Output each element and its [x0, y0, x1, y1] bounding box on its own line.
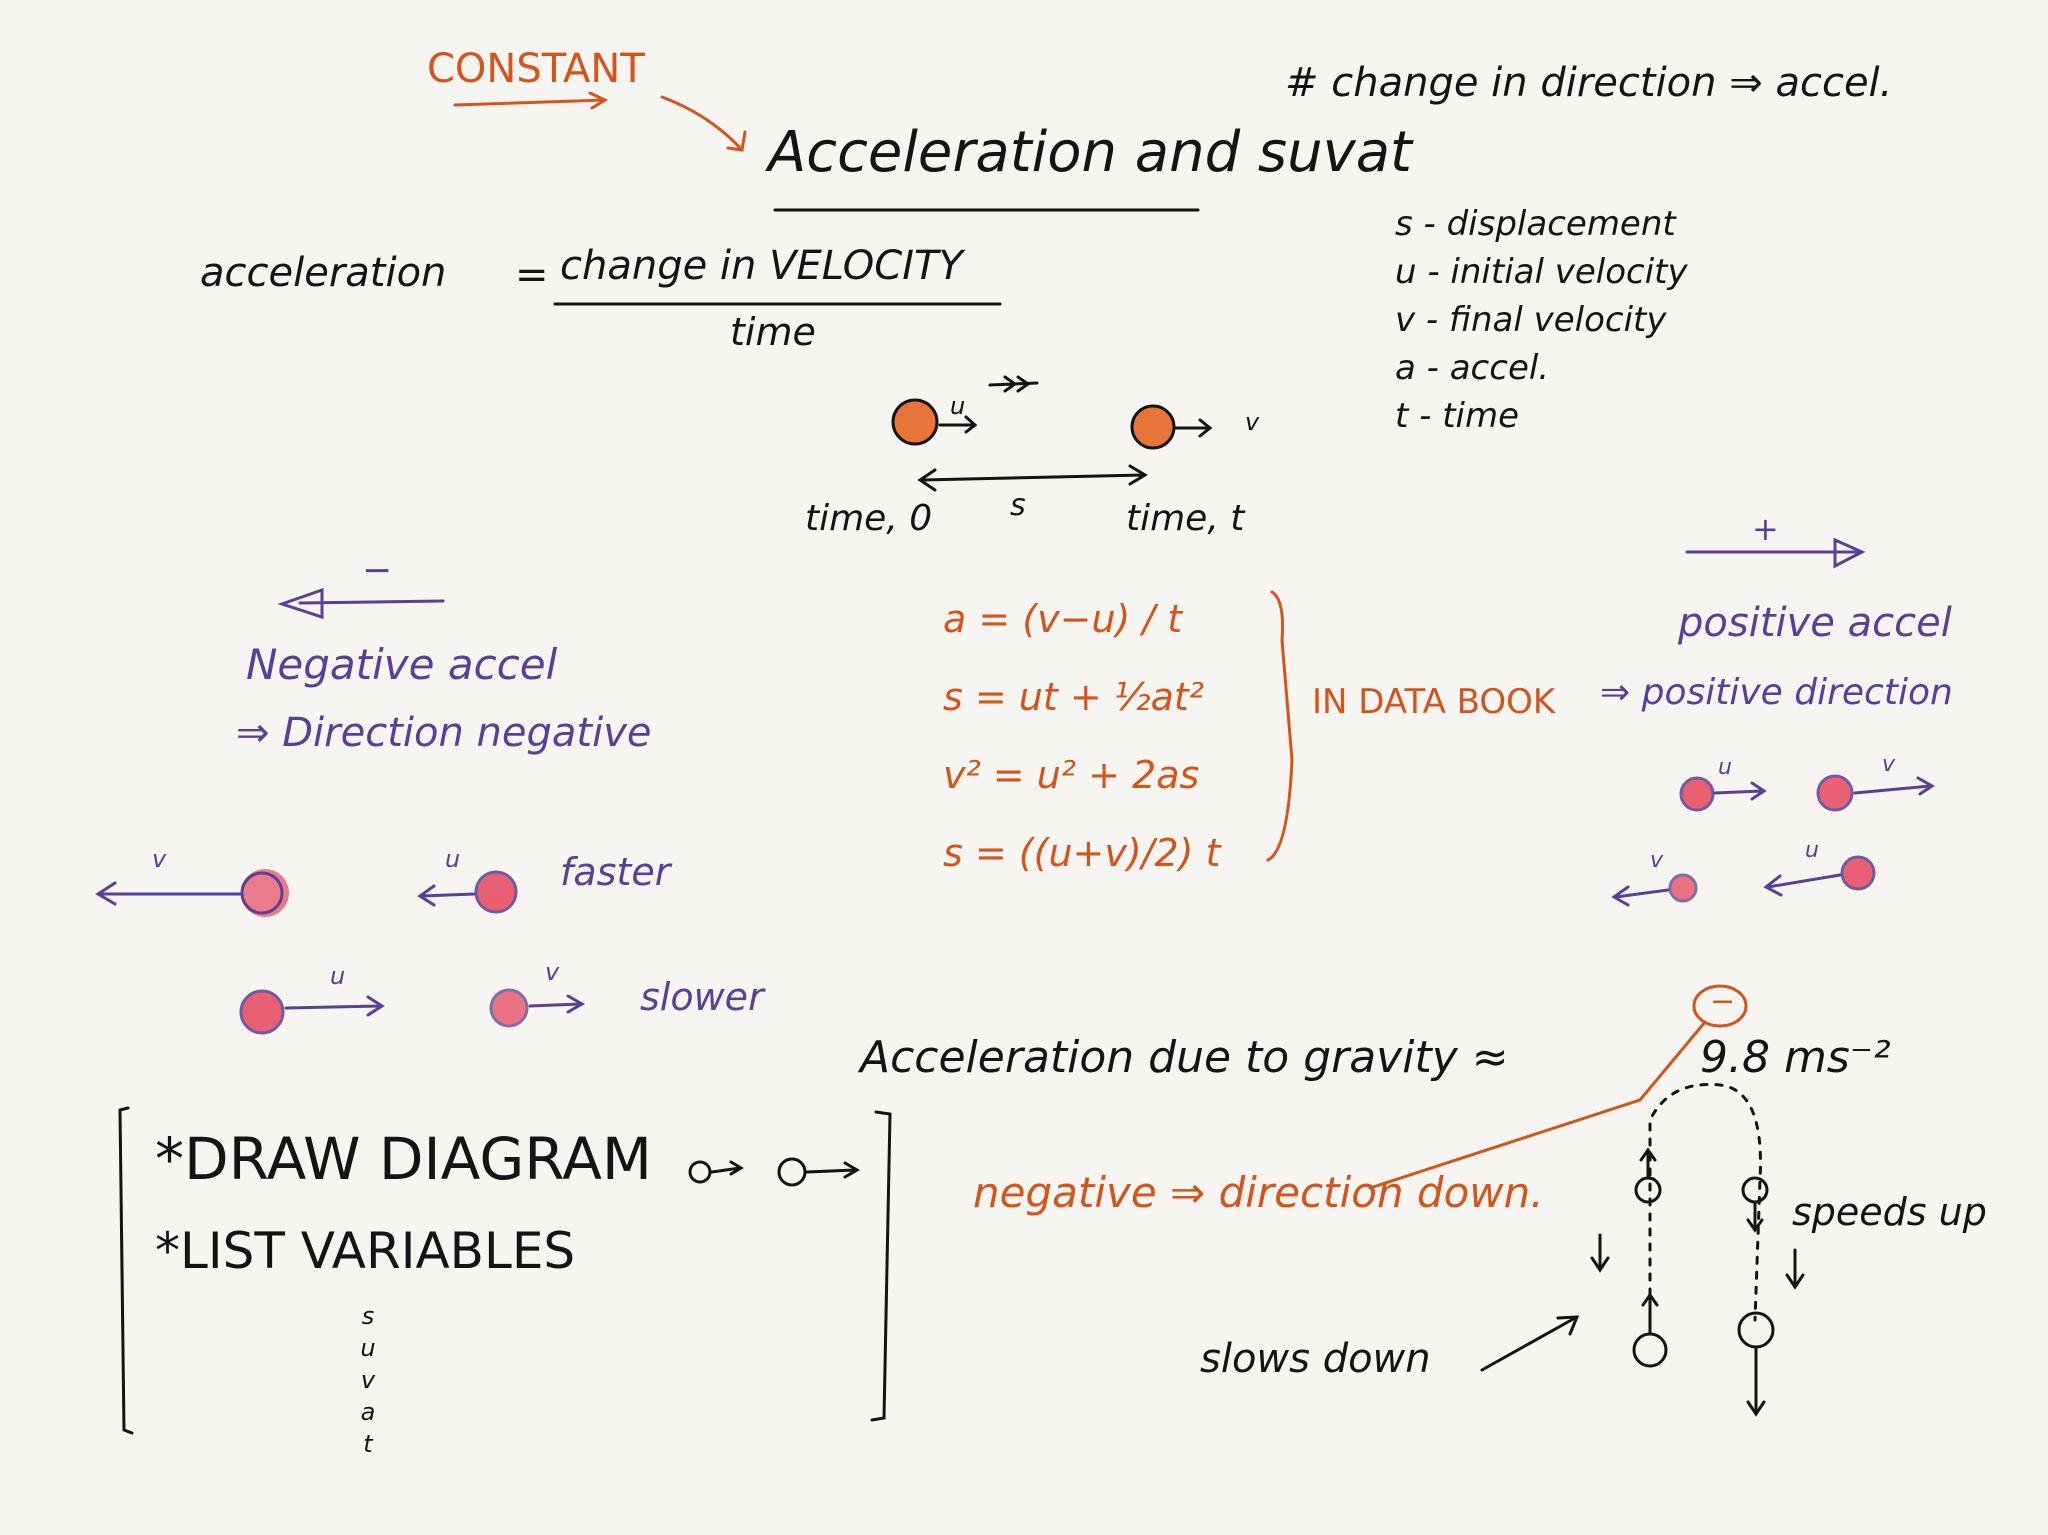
gravity-value: 9.8 ms⁻² [1700, 1032, 1891, 1083]
equation-3: v² = u² + 2as [943, 753, 1200, 797]
diagram-end-label: time, t [1126, 498, 1245, 539]
checklist-bracket-left [118, 1106, 134, 1435]
checklist-vars: s u v a t [358, 1300, 378, 1460]
negative-v-label: v [152, 845, 167, 873]
gravity-sign: − [1710, 984, 1736, 1019]
accel-def-numerator: change in VELOCITY [560, 243, 963, 289]
checklist-item-list: *LIST VARIABLES [155, 1222, 576, 1280]
diagram-u-label: u [950, 392, 966, 420]
checklist-item-draw: *DRAW DIAGRAM [155, 1125, 652, 1193]
diagram-v-label: v [1245, 408, 1260, 436]
positive-line2: ⇒ positive direction [1600, 672, 1953, 713]
speeds-up-label: speeds up [1792, 1190, 1987, 1234]
suvat-equations: a = (v−u) / t s = ut + ½at² v² = u² + 2a… [943, 580, 1220, 892]
negative-arrow [277, 587, 445, 620]
positive-arrow [1685, 537, 1866, 569]
slows-arrow [1480, 1315, 1580, 1372]
checklist-var-v: v [360, 1366, 376, 1394]
negative-line2: ⇒ Direction negative [236, 710, 652, 756]
negative-v-label-2: v [545, 958, 560, 986]
negative-sign: − [362, 550, 393, 591]
equation-4: s = ((u+v)/2) t [943, 831, 1221, 875]
ball-start [891, 398, 939, 446]
constant-underline [453, 91, 609, 110]
checklist-bracket-right [870, 1110, 892, 1422]
slower-label: slower [640, 975, 764, 1019]
data-book-note: IN DATA BOOK [1312, 682, 1556, 722]
constant-label: CONSTANT [427, 46, 645, 92]
negative-line1: Negative accel [246, 640, 558, 689]
gravity-text: Acceleration due to gravity ≈ [860, 1032, 1509, 1083]
checklist-var-a: a [360, 1398, 376, 1426]
accel-def-equals: = [515, 252, 549, 298]
checklist-var-s: s [361, 1302, 375, 1330]
accel-arrow [988, 375, 1039, 393]
slows-down-label: slows down [1200, 1336, 1431, 1382]
displacement-arrow [917, 464, 1148, 492]
variable-v: v - final velocity [1395, 300, 1667, 340]
variables-list: s - displacement u - initial velocity v … [1395, 200, 1688, 440]
variable-u: u - initial velocity [1395, 252, 1688, 292]
gravity-note: negative ⇒ direction down. [973, 1168, 1544, 1217]
positive-v-label-2: v [1650, 848, 1664, 873]
brace [1266, 590, 1294, 862]
diagram-start-label: time, 0 [805, 498, 933, 539]
variable-s: s - displacement [1395, 204, 1676, 244]
positive-line1: positive accel [1678, 600, 1952, 646]
negative-u-label-2: u [330, 962, 346, 990]
accel-def-lhs: acceleration [200, 250, 447, 296]
checklist-var-t: t [363, 1430, 373, 1458]
constant-arrow [660, 95, 747, 152]
negative-u-label: u [445, 845, 461, 873]
equation-2: s = ut + ½at² [943, 675, 1205, 719]
faster-label: faster [560, 850, 671, 894]
diagram-distance-label: s [1010, 488, 1026, 523]
accel-def-denominator: time [730, 310, 816, 354]
variable-a: a - accel. [1395, 348, 1550, 388]
positive-sign: + [1752, 510, 1779, 548]
positive-u-label-2: u [1805, 838, 1819, 863]
variable-t: t - time [1395, 396, 1520, 436]
equation-1: a = (v−u) / t [943, 597, 1183, 641]
positive-u-label: u [1718, 755, 1732, 780]
ball-end [1130, 404, 1176, 450]
direction-note: # change in direction ⇒ accel. [1285, 60, 1893, 106]
checklist-var-u: u [360, 1334, 376, 1362]
page-title: Acceleration and suvat [768, 120, 1412, 185]
positive-v-label: v [1882, 752, 1896, 777]
